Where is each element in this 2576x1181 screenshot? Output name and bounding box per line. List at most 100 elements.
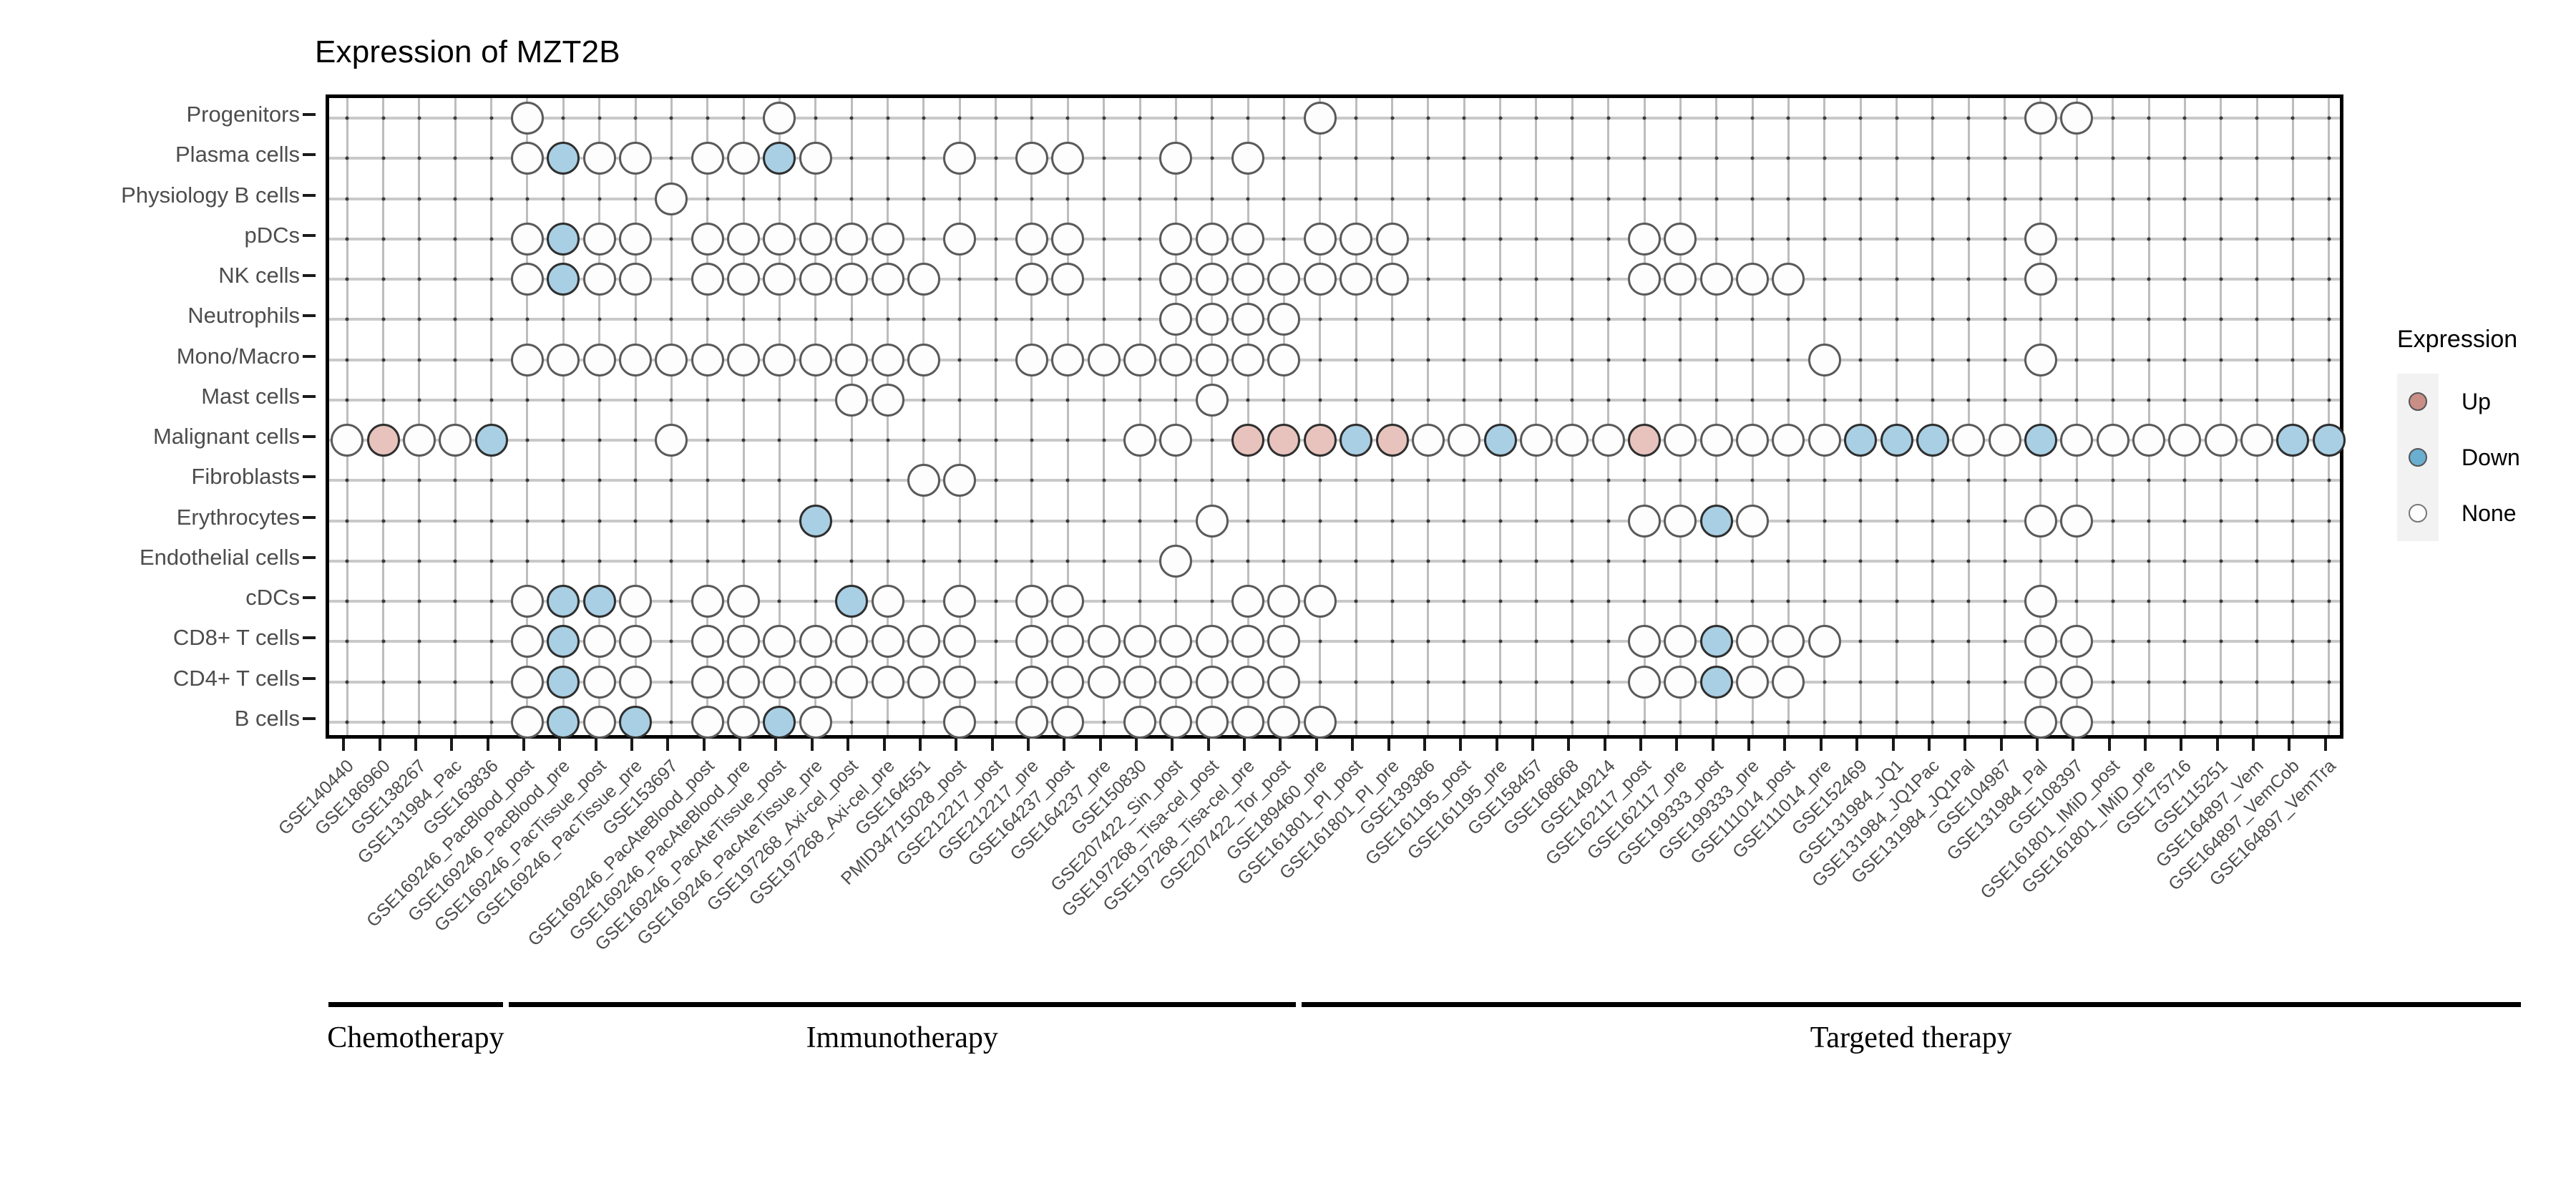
expression-dot-none[interactable] [2096, 424, 2129, 457]
expression-dot-none[interactable] [1699, 424, 1733, 457]
expression-dot-none[interactable] [1087, 665, 1121, 699]
expression-dot-down[interactable] [835, 585, 869, 618]
expression-dot-none[interactable] [727, 263, 761, 296]
expression-dot-none[interactable] [2060, 102, 2094, 135]
expression-dot-none[interactable] [1591, 424, 1625, 457]
expression-dot-none[interactable] [510, 263, 544, 296]
expression-dot-down[interactable] [1699, 625, 1733, 658]
expression-dot-none[interactable] [1736, 424, 1770, 457]
expression-dot-none[interactable] [510, 142, 544, 175]
expression-dot-none[interactable] [1664, 625, 1697, 658]
expression-dot-down[interactable] [763, 705, 796, 739]
expression-dot-none[interactable] [1015, 625, 1048, 658]
expression-dot-down[interactable] [547, 705, 580, 739]
expression-dot-none[interactable] [1303, 705, 1337, 739]
expression-dot-none[interactable] [655, 343, 688, 376]
expression-dot-none[interactable] [1267, 263, 1301, 296]
expression-dot-none[interactable] [2024, 343, 2057, 376]
expression-dot-none[interactable] [943, 625, 977, 658]
expression-dot-down[interactable] [474, 424, 508, 457]
expression-dot-none[interactable] [1772, 424, 1805, 457]
expression-dot-none[interactable] [799, 625, 832, 658]
expression-dot-none[interactable] [2024, 504, 2057, 538]
expression-dot-none[interactable] [1051, 705, 1085, 739]
expression-dot-none[interactable] [727, 142, 761, 175]
expression-dot-none[interactable] [1159, 303, 1193, 336]
expression-dot-none[interactable] [1195, 343, 1229, 376]
expression-dot-none[interactable] [835, 222, 869, 256]
expression-dot-none[interactable] [1231, 705, 1265, 739]
expression-dot-none[interactable] [1195, 705, 1229, 739]
expression-dot-none[interactable] [1664, 222, 1697, 256]
expression-dot-none[interactable] [1051, 665, 1085, 699]
expression-dot-none[interactable] [1664, 263, 1697, 296]
expression-dot-none[interactable] [582, 665, 616, 699]
expression-dot-none[interactable] [1267, 303, 1301, 336]
expression-dot-none[interactable] [1195, 625, 1229, 658]
expression-dot-none[interactable] [1231, 263, 1265, 296]
expression-dot-none[interactable] [1772, 263, 1805, 296]
expression-dot-none[interactable] [1231, 625, 1265, 658]
expression-dot-none[interactable] [1267, 665, 1301, 699]
expression-dot-none[interactable] [691, 585, 724, 618]
expression-dot-none[interactable] [2024, 263, 2057, 296]
expression-dot-none[interactable] [1807, 424, 1841, 457]
expression-dot-none[interactable] [1628, 625, 1662, 658]
expression-dot-none[interactable] [763, 263, 796, 296]
expression-dot-none[interactable] [835, 343, 869, 376]
expression-dot-none[interactable] [1051, 222, 1085, 256]
expression-dot-none[interactable] [907, 464, 940, 497]
expression-dot-none[interactable] [1051, 343, 1085, 376]
expression-dot-up[interactable] [1375, 424, 1409, 457]
expression-dot-none[interactable] [1159, 343, 1193, 376]
expression-dot-none[interactable] [871, 585, 904, 618]
expression-dot-up[interactable] [1628, 424, 1662, 457]
expression-dot-none[interactable] [619, 585, 653, 618]
expression-dot-none[interactable] [619, 263, 653, 296]
expression-dot-none[interactable] [1231, 665, 1265, 699]
expression-dot-none[interactable] [691, 665, 724, 699]
expression-dot-none[interactable] [619, 343, 653, 376]
expression-dot-none[interactable] [1051, 625, 1085, 658]
expression-dot-down[interactable] [1880, 424, 1913, 457]
expression-dot-none[interactable] [727, 665, 761, 699]
expression-dot-none[interactable] [547, 343, 580, 376]
expression-dot-none[interactable] [1519, 424, 1553, 457]
expression-dot-none[interactable] [943, 464, 977, 497]
expression-dot-none[interactable] [582, 142, 616, 175]
expression-dot-none[interactable] [691, 142, 724, 175]
expression-dot-none[interactable] [510, 343, 544, 376]
expression-dot-none[interactable] [1736, 665, 1770, 699]
expression-dot-none[interactable] [691, 705, 724, 739]
expression-dot-none[interactable] [799, 263, 832, 296]
expression-dot-none[interactable] [835, 665, 869, 699]
legend-item-none[interactable]: None [2397, 485, 2576, 541]
expression-dot-none[interactable] [1303, 585, 1337, 618]
expression-dot-none[interactable] [691, 222, 724, 256]
expression-dot-up[interactable] [1231, 424, 1265, 457]
expression-dot-none[interactable] [1807, 625, 1841, 658]
expression-dot-none[interactable] [1123, 625, 1157, 658]
expression-dot-none[interactable] [871, 343, 904, 376]
expression-dot-none[interactable] [871, 625, 904, 658]
expression-dot-none[interactable] [1159, 665, 1193, 699]
expression-dot-none[interactable] [1159, 263, 1193, 296]
expression-dot-none[interactable] [1267, 625, 1301, 658]
expression-dot-none[interactable] [2024, 665, 2057, 699]
expression-dot-down[interactable] [1340, 424, 1373, 457]
expression-dot-none[interactable] [1159, 544, 1193, 578]
expression-dot-down[interactable] [547, 625, 580, 658]
expression-dot-none[interactable] [582, 222, 616, 256]
expression-dot-down[interactable] [1483, 424, 1517, 457]
expression-dot-none[interactable] [907, 343, 940, 376]
expression-dot-down[interactable] [1916, 424, 1949, 457]
expression-dot-none[interactable] [1051, 585, 1085, 618]
expression-dot-down[interactable] [2276, 424, 2310, 457]
expression-dot-none[interactable] [1123, 705, 1157, 739]
expression-dot-none[interactable] [799, 222, 832, 256]
expression-dot-none[interactable] [1303, 263, 1337, 296]
expression-dot-none[interactable] [510, 222, 544, 256]
expression-dot-none[interactable] [871, 665, 904, 699]
expression-dot-down[interactable] [547, 585, 580, 618]
expression-dot-none[interactable] [2204, 424, 2238, 457]
